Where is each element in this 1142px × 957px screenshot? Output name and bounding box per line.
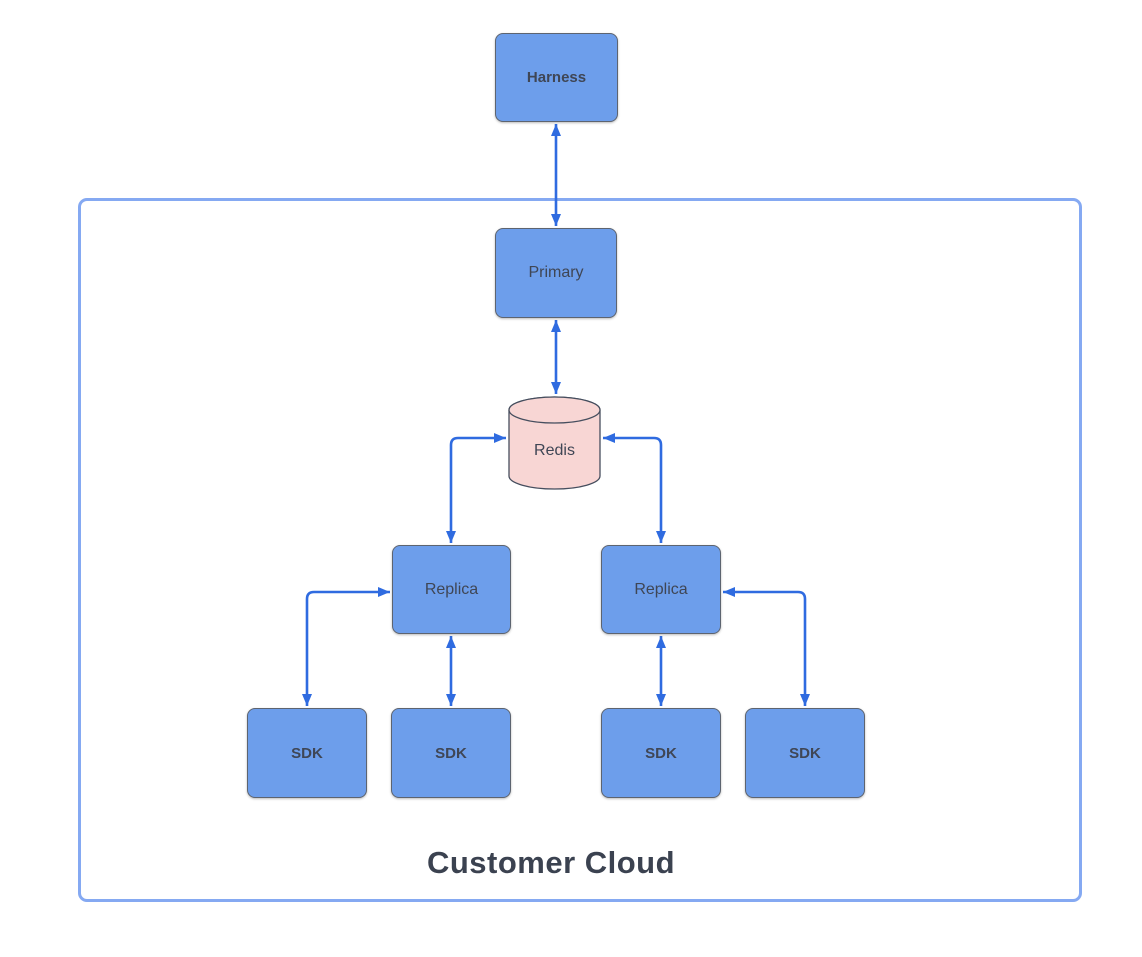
node-replica-left: Replica xyxy=(392,545,511,634)
node-replica-right: Replica xyxy=(601,545,721,634)
node-sdk-3: SDK xyxy=(601,708,721,798)
node-label-replica-right: Replica xyxy=(634,580,688,598)
node-primary: Primary xyxy=(495,228,617,318)
node-sdk-4: SDK xyxy=(745,708,865,798)
node-label-sdk-4: SDK xyxy=(789,744,821,762)
node-label-sdk-2: SDK xyxy=(435,744,467,762)
database-cylinder-icon xyxy=(508,396,601,490)
customer-cloud-label: Customer Cloud xyxy=(426,845,676,880)
node-label-harness: Harness xyxy=(526,69,587,86)
node-label-primary: Primary xyxy=(528,264,584,281)
node-label-sdk-1: SDK xyxy=(291,744,323,762)
node-sdk-1: SDK xyxy=(247,708,367,798)
node-redis: Redis xyxy=(508,396,601,490)
node-harness: Harness xyxy=(495,33,618,122)
node-sdk-2: SDK xyxy=(391,708,511,798)
node-label-sdk-3: SDK xyxy=(645,744,677,762)
node-label-replica-left: Replica xyxy=(424,580,479,598)
